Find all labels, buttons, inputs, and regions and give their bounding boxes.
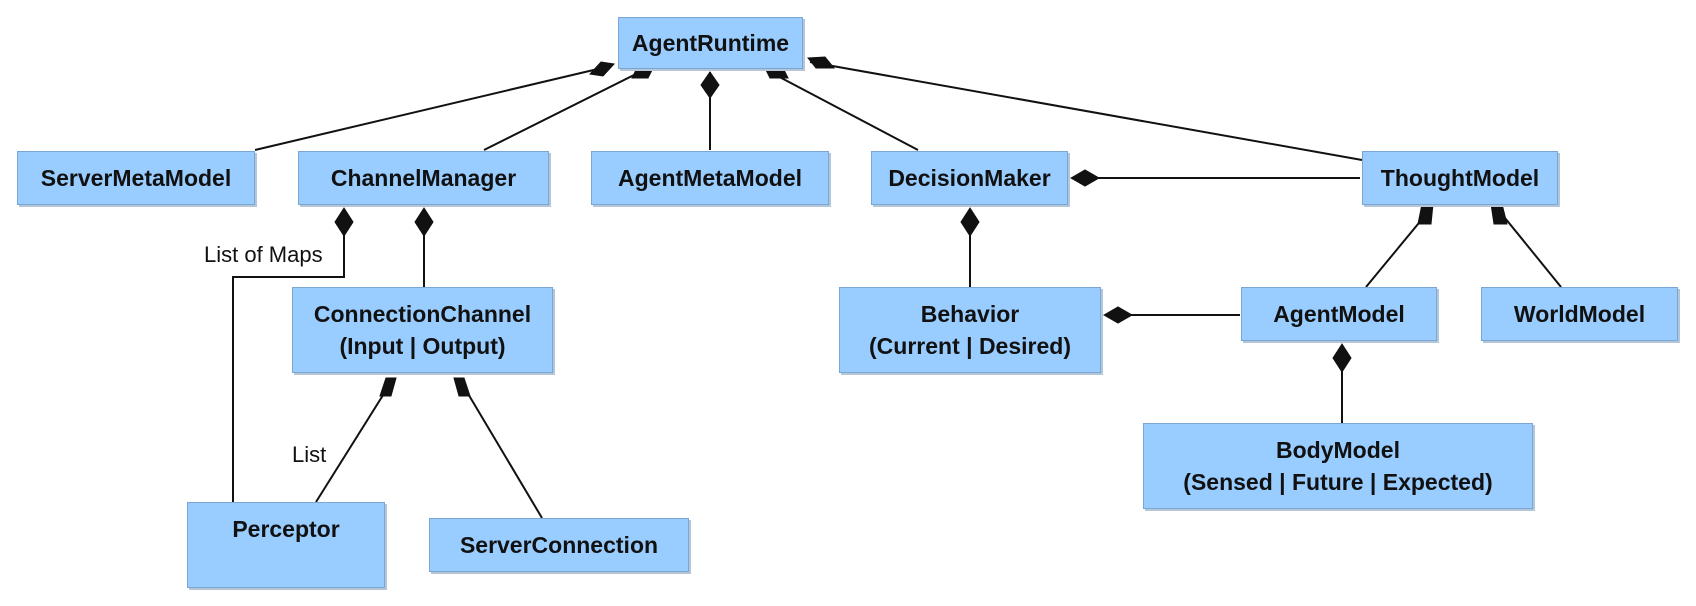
diamond-runtime-thoughtmodel bbox=[807, 56, 836, 69]
node-agent-meta-model: AgentMetaModel bbox=[591, 151, 829, 205]
node-title: BodyModel bbox=[1276, 437, 1400, 463]
diamond-runtime-agentmetamodel bbox=[700, 71, 720, 99]
edge-connectionchannel-perceptor bbox=[315, 391, 386, 503]
node-title: ConnectionChannel bbox=[313, 301, 532, 327]
edge-connectionchannel-serverconnection bbox=[466, 391, 543, 519]
diamond-agentmodel-behavior bbox=[1102, 306, 1134, 324]
node-decision-maker: DecisionMaker bbox=[871, 151, 1068, 205]
edge-runtime-thoughtmodel bbox=[809, 61, 1363, 161]
node-body-model: BodyModel (Sensed | Future | Expected) bbox=[1143, 423, 1533, 509]
node-subtitle: (Sensed | Future | Expected) bbox=[1183, 469, 1493, 495]
node-world-model: WorldModel bbox=[1481, 287, 1678, 341]
node-title: AgentMetaModel bbox=[618, 165, 802, 191]
diamond-runtime-servermetamodel bbox=[588, 61, 616, 77]
node-title: Perceptor bbox=[232, 516, 340, 542]
node-title: ThoughtModel bbox=[1380, 165, 1540, 191]
node-server-connection: ServerConnection bbox=[429, 518, 689, 572]
diamond-connectionchannel-perceptor bbox=[379, 377, 397, 397]
node-title: ChannelManager bbox=[330, 165, 517, 191]
edge-label-list-of-maps: List of Maps bbox=[204, 242, 323, 267]
edge-runtime-channelmanager bbox=[483, 71, 641, 151]
node-perceptor: Perceptor bbox=[187, 502, 385, 588]
node-title: ServerConnection bbox=[459, 532, 659, 558]
node-title: AgentModel bbox=[1273, 301, 1405, 327]
node-title: AgentRuntime bbox=[631, 30, 790, 56]
diamond-thoughtmodel-worldmodel bbox=[1490, 203, 1508, 225]
diamond-channelmanager-perceptor bbox=[334, 207, 354, 237]
node-channel-manager: ChannelManager bbox=[298, 151, 549, 205]
node-subtitle: (Input | Output) bbox=[339, 333, 506, 359]
node-title: DecisionMaker bbox=[888, 165, 1051, 191]
edge-label-list: List bbox=[292, 442, 327, 467]
node-connection-channel: ConnectionChannel (Input | Output) bbox=[292, 287, 553, 373]
node-server-meta-model: ServerMetaModel bbox=[17, 151, 255, 205]
edge-runtime-decisionmaker bbox=[769, 71, 919, 151]
diamond-decisionmaker-behavior bbox=[960, 207, 980, 237]
edge-thoughtmodel-worldmodel bbox=[1504, 217, 1562, 288]
edge-thoughtmodel-agentmodel bbox=[1365, 217, 1424, 288]
node-title: ServerMetaModel bbox=[40, 165, 232, 191]
diamond-channelmanager-connectionchannel bbox=[414, 207, 434, 237]
node-thought-model: ThoughtModel bbox=[1362, 151, 1558, 205]
diamond-agentmodel-bodymodel bbox=[1332, 343, 1352, 373]
node-agent-model: AgentModel bbox=[1241, 287, 1437, 341]
diamond-thoughtmodel-decisionmaker bbox=[1069, 169, 1101, 187]
node-subtitle: (Current | Desired) bbox=[869, 333, 1071, 359]
node-behavior: Behavior (Current | Desired) bbox=[839, 287, 1101, 373]
diamond-thoughtmodel-agentmodel bbox=[1417, 203, 1434, 225]
edge-runtime-servermetamodel bbox=[254, 67, 603, 151]
node-title: Behavior bbox=[920, 301, 1020, 327]
edge-channelmanager-perceptor bbox=[232, 212, 345, 503]
diamond-connectionchannel-serverconnection bbox=[453, 377, 471, 397]
node-title: WorldModel bbox=[1513, 301, 1646, 327]
node-agent-runtime: AgentRuntime bbox=[618, 17, 803, 69]
